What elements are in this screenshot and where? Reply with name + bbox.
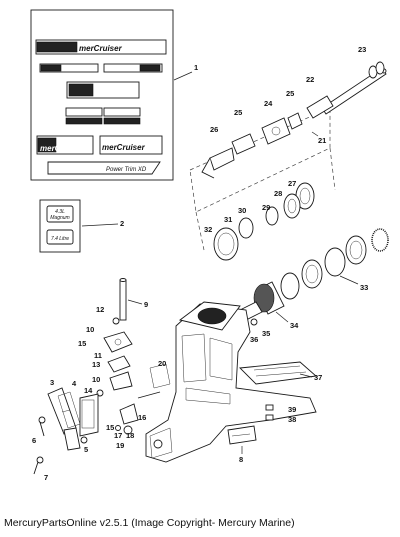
gear-group-leader [195, 147, 336, 251]
callout-37: 37 [314, 373, 322, 382]
pivot-pin [119, 278, 127, 321]
trim-anode-plate [239, 361, 318, 385]
callout-4: 4 [72, 379, 77, 388]
callout-7: 7 [44, 473, 48, 482]
bearing-stack [213, 182, 315, 261]
cover-plate [227, 425, 257, 445]
o-ring-pair [368, 61, 385, 79]
gear-housing [145, 301, 317, 463]
plate-screws [265, 404, 274, 421]
u-joint-assembly [201, 112, 303, 179]
shift-linkage-parts [96, 317, 171, 435]
decal-brand-right: merCruiser [102, 143, 146, 152]
callout-23: 23 [358, 45, 366, 54]
callout-19: 19 [116, 441, 124, 450]
callout-39: 39 [288, 405, 296, 414]
callout-36: 36 [250, 335, 258, 344]
drive-shaft [306, 67, 387, 119]
callout-10b: 10 [92, 375, 100, 384]
callout-25b: 25 [234, 108, 242, 117]
callout-13: 13 [92, 360, 100, 369]
callout-25a: 25 [286, 89, 294, 98]
callout-labels: 1 2 3 4 5 6 7 8 9 10 10 11 12 13 14 15 1… [32, 45, 368, 482]
callout-18: 18 [126, 431, 134, 440]
callout-8: 8 [239, 455, 243, 464]
decal-brand-pair: merCruiser merCruiser [36, 135, 163, 155]
callout-21: 21 [318, 136, 326, 145]
callout-17: 17 [114, 431, 122, 440]
copyright-footer: MercuryPartsOnline v2.5.1 (Image Copyrig… [4, 517, 295, 529]
decal-brand-left: merCruiser [40, 144, 84, 153]
decal-pair-2 [65, 107, 141, 125]
badge-line1: 4.3L [55, 209, 65, 215]
callout-6: 6 [32, 436, 36, 445]
decal-powertrim: Power Trim XD [47, 161, 161, 175]
callout-5: 5 [84, 445, 88, 454]
callout-2: 2 [120, 219, 124, 228]
bracket-parts [33, 387, 99, 475]
callout-1: 1 [194, 63, 198, 72]
callout-22: 22 [306, 75, 314, 84]
callout-14: 14 [84, 386, 93, 395]
callout-26: 26 [210, 125, 218, 134]
callout-24: 24 [264, 99, 273, 108]
callout-15a: 15 [78, 339, 86, 348]
callout-3: 3 [50, 378, 54, 387]
decal-pair-1 [39, 63, 163, 73]
decal-merc-wide [66, 81, 140, 99]
decal-brand-text: merCruiser [79, 44, 123, 53]
callout-28: 28 [274, 189, 282, 198]
decal-long-top: merCruiser [35, 39, 167, 55]
callout-11: 11 [94, 351, 102, 360]
callout-35: 35 [262, 329, 270, 338]
callout-31: 31 [224, 215, 232, 224]
callout-20: 20 [158, 359, 166, 368]
badge-kit-panel: 4.3L Magnum 7.4 Litre [39, 199, 81, 253]
callout-33: 33 [360, 283, 368, 292]
callout-9: 9 [144, 300, 148, 309]
callout-32: 32 [204, 225, 212, 234]
callout-30: 30 [238, 206, 246, 215]
callout-38: 38 [288, 415, 296, 424]
pinion-bearing-stack [280, 228, 389, 300]
decal-kit-panel: merCruiser merCruiser merCruiser [30, 9, 174, 181]
callout-10a: 10 [86, 325, 94, 334]
callout-34: 34 [290, 321, 299, 330]
badge-line3: 7.4 Litre [51, 236, 69, 242]
callout-16: 16 [138, 413, 146, 422]
callout-29: 29 [262, 203, 270, 212]
callout-15b: 15 [106, 423, 114, 432]
callout-27: 27 [288, 179, 296, 188]
decal-powertrim-text: Power Trim XD [106, 167, 147, 173]
badge-line2: Magnum [50, 215, 69, 221]
callout-12: 12 [96, 305, 104, 314]
